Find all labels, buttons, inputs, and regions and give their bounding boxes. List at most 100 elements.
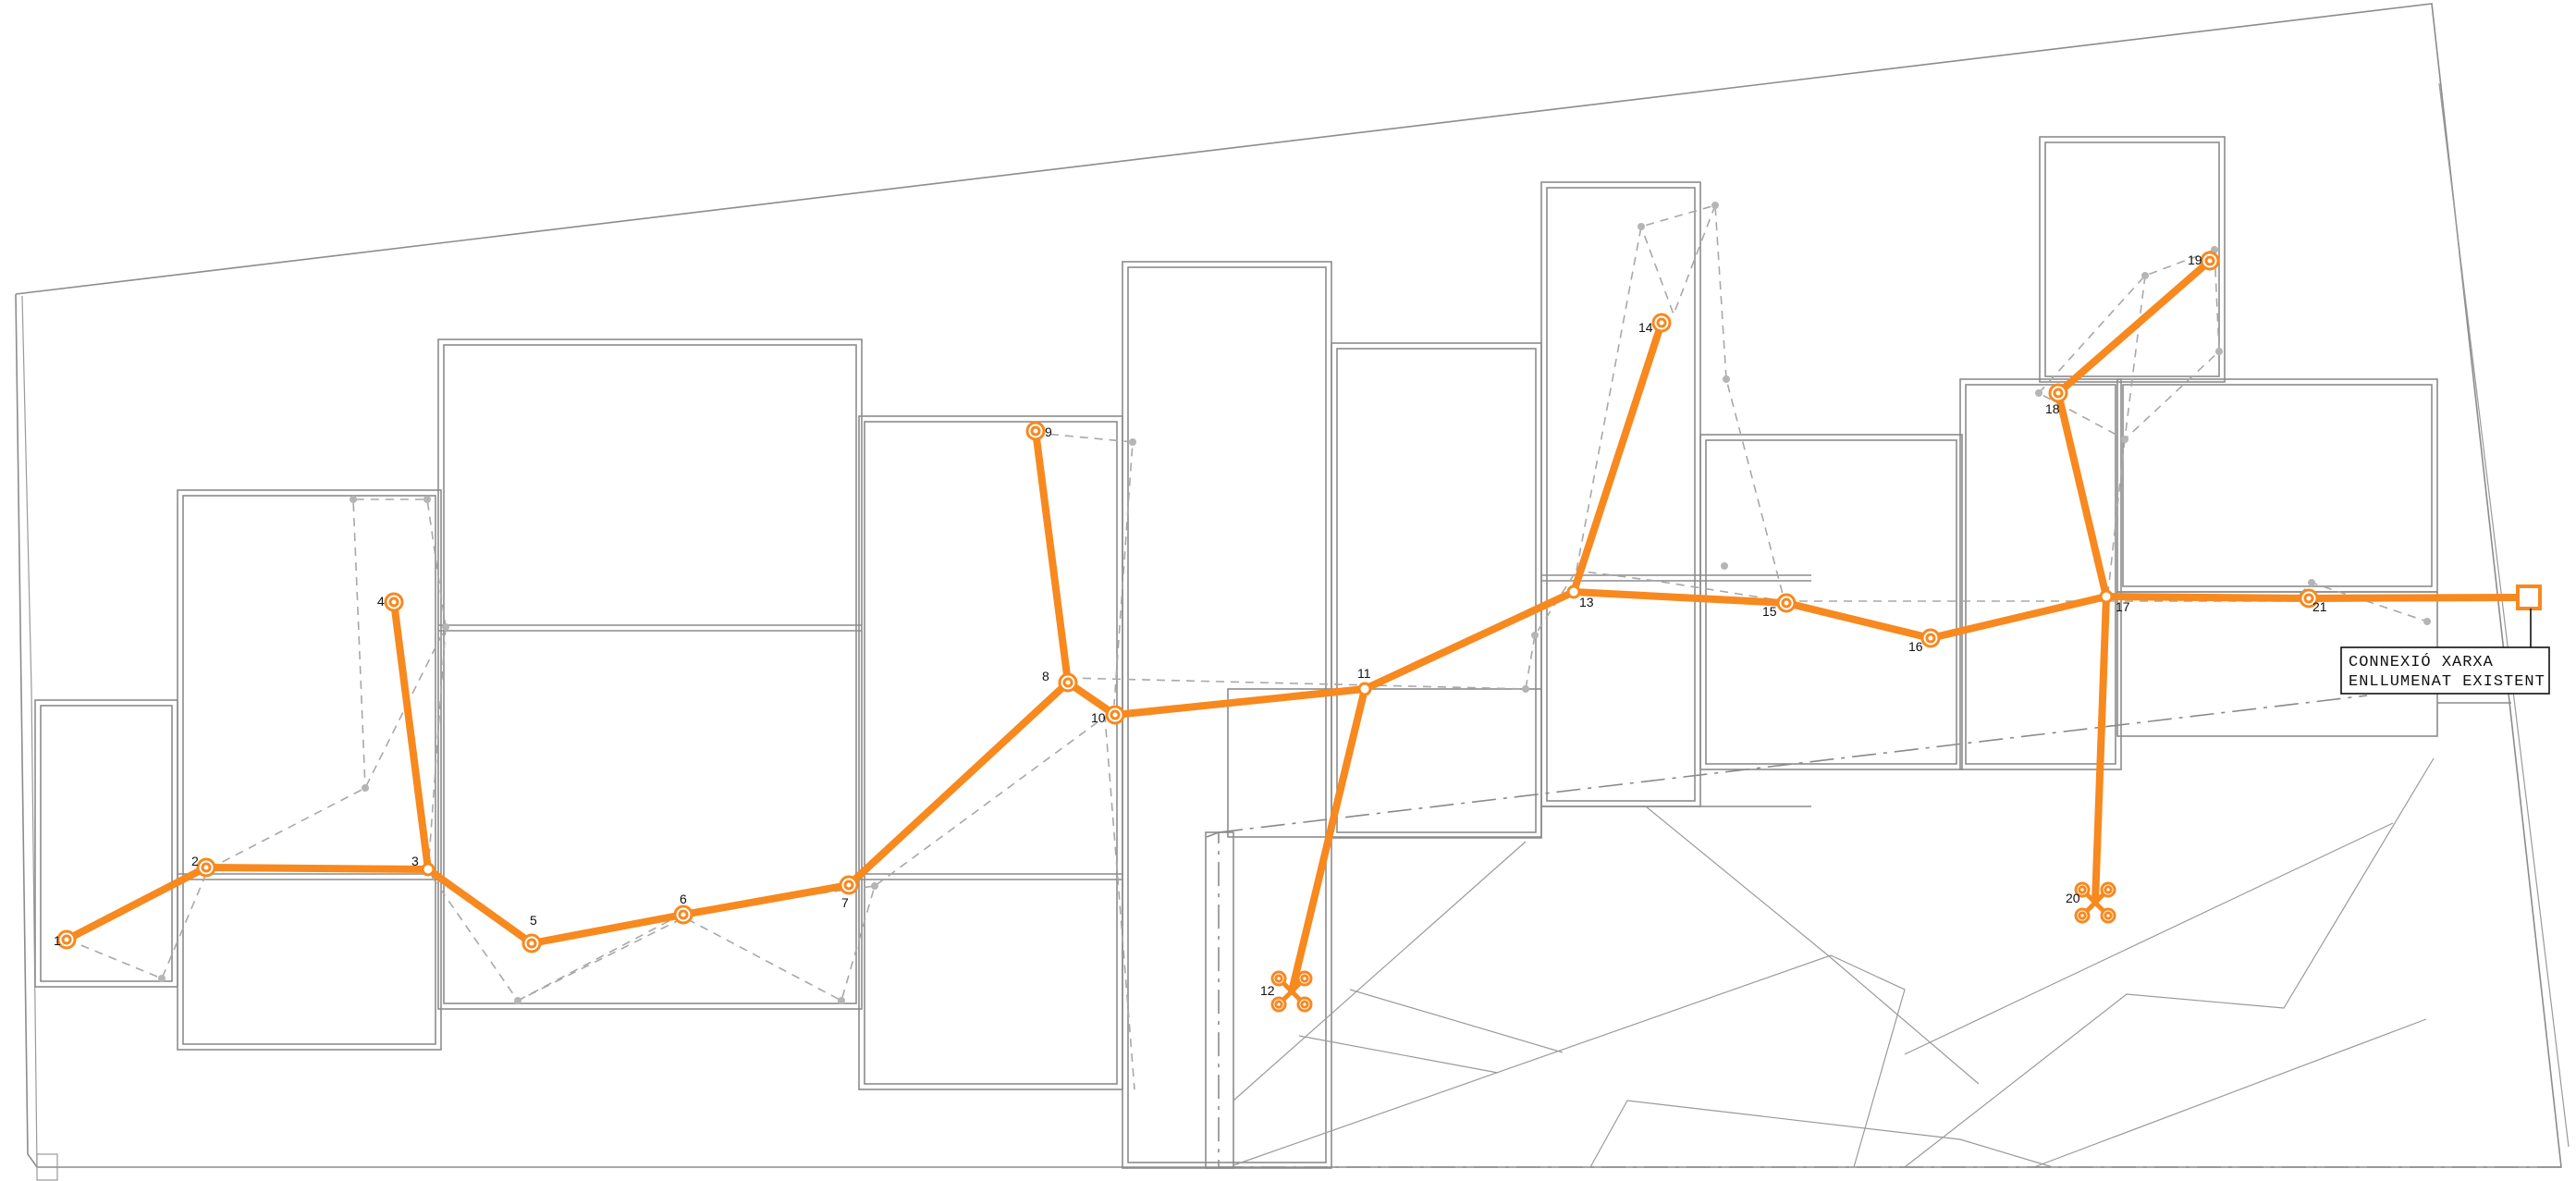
lighting-point-2[interactable]: 2 (191, 854, 216, 878)
dashed-route-d (1035, 432, 1134, 706)
lighting-point-15[interactable]: 15 (1762, 593, 1797, 619)
legend-box (2340, 646, 2550, 695)
dashed-route-b (427, 626, 1135, 1090)
lighting-point-6[interactable]: 6 (673, 892, 693, 925)
gray-point (1522, 685, 1529, 693)
dashed-route-i (2038, 248, 2220, 440)
lighting-point-18[interactable]: 18 (2045, 383, 2068, 416)
lighting-point-10[interactable]: 10 (1091, 705, 1125, 725)
lighting-point-16[interactable]: 16 (1908, 628, 1941, 654)
luminaire-core-icon (2053, 388, 2064, 399)
lighting-point-5[interactable]: 5 (521, 913, 542, 953)
building-k (2116, 378, 2438, 593)
luminaire-core-icon (201, 862, 212, 873)
lighting-point-3[interactable]: 3 (411, 854, 435, 877)
gray-point (1638, 223, 1645, 230)
terrain-line-6 (1904, 822, 2394, 1055)
luminaire-core-icon (388, 597, 399, 608)
corner-post (36, 1153, 58, 1181)
cable-segment-13-15 (1570, 588, 1790, 607)
lighting-point-label: 19 (2188, 252, 2202, 267)
lighting-point-label: 8 (1042, 669, 1049, 683)
lighting-point-8[interactable]: 8 (1042, 669, 1078, 693)
cable-segment-10-11 (1111, 685, 1368, 719)
lighting-point-12[interactable]: 12 (1260, 970, 1313, 1013)
site-inner-edge-right (2438, 82, 2570, 1148)
lighting-point-1[interactable]: 1 (54, 929, 77, 950)
luminaire-core-icon (2303, 593, 2314, 604)
dashed-route-f (1576, 203, 1786, 602)
luminaire-core-icon (1300, 1000, 1309, 1009)
site-boundary (15, 3, 2570, 1181)
terrain-line-4 (1298, 1035, 1499, 1074)
luminaire-core-icon (2078, 885, 2087, 894)
luminaire-core-icon (1274, 1000, 1283, 1009)
terrain-line-5 (1645, 806, 1980, 1085)
building-i (1959, 378, 2122, 770)
cable-segment-6-7 (680, 881, 853, 918)
gray-point (1531, 632, 1539, 639)
lighting-point-label: 6 (680, 892, 687, 906)
terrain-line-8 (1589, 1100, 2054, 1168)
lighting-point-label: 11 (1357, 666, 1371, 681)
building-d-inner (864, 421, 1118, 1085)
lighting-point-4[interactable]: 4 (377, 592, 404, 612)
building-b (177, 489, 442, 1051)
lighting-point-20[interactable]: 20 (2066, 881, 2116, 924)
lighting-point-21[interactable]: 21 (2299, 588, 2327, 614)
lighting-point-17[interactable]: 17 (2099, 589, 2130, 614)
lighting-point-19[interactable]: 19 (2188, 251, 2220, 271)
luminaire-core-icon (61, 934, 72, 945)
gray-point (362, 784, 369, 792)
lighting-point-label: 20 (2066, 891, 2080, 905)
junction-icon (2099, 589, 2114, 604)
junction-icon (421, 862, 435, 877)
lighting-point-label: 10 (1091, 710, 1106, 725)
lighting-point-label: 17 (2116, 599, 2130, 614)
gray-point (1723, 375, 1730, 383)
terrain-line-2 (1233, 954, 1906, 1168)
building-k-inner (2122, 384, 2433, 587)
grid-connection: CONNEXIÓ XARXA ENLLUMENAT EXISTENT (2340, 584, 2550, 695)
cable-segment-11-13 (1361, 588, 1577, 693)
site-outline (15, 3, 2562, 1168)
luminaire-core-icon (1030, 425, 1041, 437)
gray-point (1721, 562, 1728, 570)
gray-point (423, 496, 431, 503)
cable-segment-18-19 (2055, 257, 2214, 397)
lighting-point-label: 14 (1638, 320, 1653, 335)
building-f-inner (1336, 348, 1537, 833)
site-inner-edge-left (21, 295, 38, 1168)
lighting-point-14[interactable]: 14 (1638, 313, 1672, 335)
lighting-point-7[interactable]: 7 (839, 875, 859, 910)
dashed-route-g (1640, 204, 1716, 317)
building-g (1540, 181, 1701, 807)
dashed-route-a (67, 498, 447, 980)
terrain-line-3 (1349, 989, 1564, 1053)
lighting-point-label: 2 (191, 854, 199, 868)
lighting-point-label: 18 (2045, 401, 2060, 416)
gray-point (158, 975, 166, 982)
gray-point (2215, 348, 2223, 355)
building-i-inner (1965, 384, 2116, 765)
lighting-point-label: 21 (2312, 599, 2327, 614)
cable-segment-2-3 (202, 864, 432, 873)
lighting-point-13[interactable]: 13 (1566, 584, 1594, 609)
gray-point (871, 882, 878, 890)
lighting-point-9[interactable]: 9 (1025, 421, 1052, 441)
cable-segment-13-14 (1570, 319, 1665, 596)
luminaire-core-icon (2104, 885, 2113, 894)
gray-point (838, 997, 845, 1004)
luminaire-core-icon (2104, 911, 2113, 920)
gray-point (2141, 272, 2149, 279)
lighting-point-label: 16 (1908, 639, 1923, 654)
luminaire-core-icon (2204, 255, 2215, 266)
cable-segment-16-17 (1927, 593, 2110, 642)
luminaire-core-icon (843, 880, 854, 891)
junction-icon (1357, 682, 1372, 696)
gray-point (2121, 436, 2128, 443)
lighting-point-11[interactable]: 11 (1357, 666, 1372, 696)
building-a-inner (40, 705, 173, 982)
